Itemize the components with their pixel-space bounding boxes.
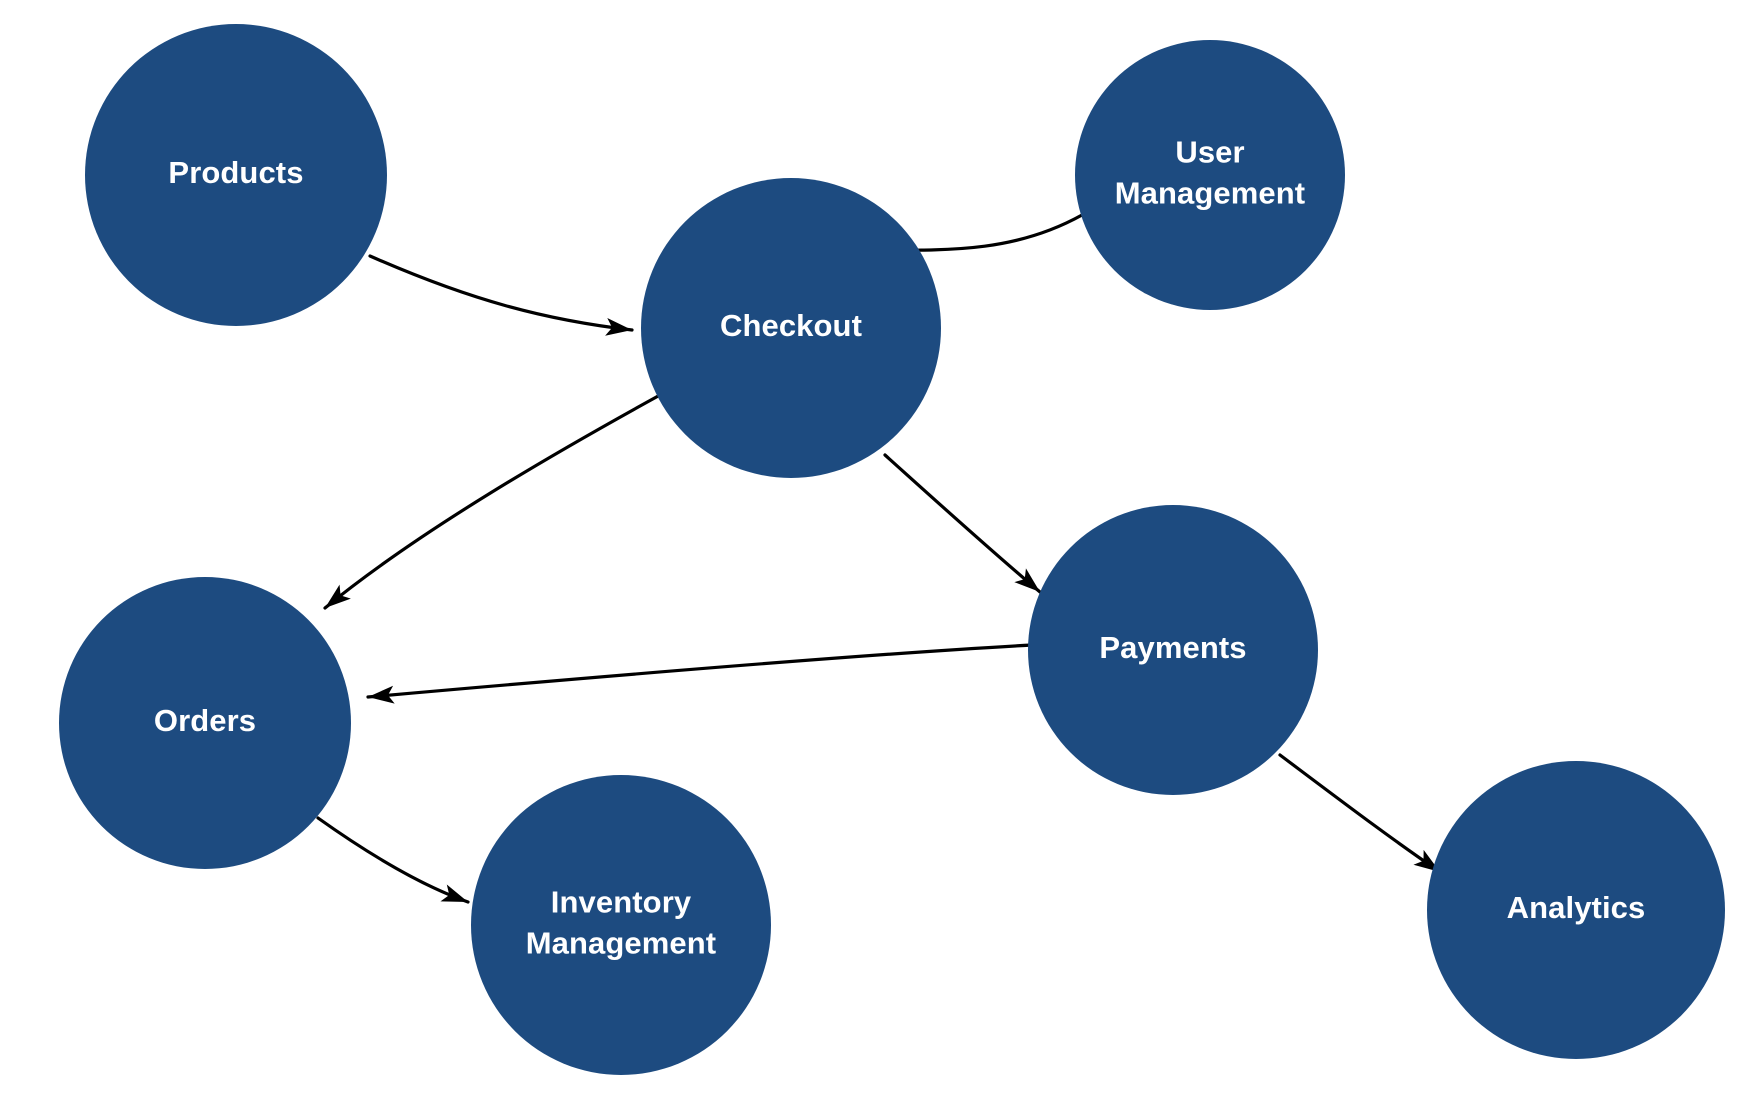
edge-products-checkout [368, 254, 634, 336]
edge-checkout-payments [883, 453, 1042, 594]
arrow-head-icon [1014, 568, 1040, 592]
node-payments[interactable]: Payments [1028, 505, 1318, 795]
node-label: Orders [154, 703, 256, 738]
edge-line [323, 393, 662, 610]
node-checkout[interactable]: Checkout [641, 178, 941, 478]
node-circle[interactable] [471, 775, 771, 1075]
node-circle[interactable] [59, 577, 351, 869]
arrow-head-icon [325, 584, 351, 608]
node-label: Payments [1099, 630, 1246, 665]
edge-line [366, 643, 1034, 699]
edge-line [883, 453, 1042, 594]
edge-line [1278, 753, 1442, 874]
node-label: Checkout [720, 308, 862, 343]
node-circle[interactable] [641, 178, 941, 478]
node-analytics[interactable]: Analytics [1427, 761, 1725, 1059]
edge-line [368, 254, 634, 332]
arrow-head-icon [1413, 849, 1440, 872]
node-label: Analytics [1507, 890, 1646, 925]
node-circle[interactable] [1028, 505, 1318, 795]
edge-payments-analytics [1278, 753, 1442, 874]
node-circle[interactable] [1075, 40, 1345, 310]
arrow-head-icon [368, 685, 395, 704]
node-label: Products [168, 155, 303, 190]
arrow-head-icon [605, 317, 632, 336]
edge-orders-inventory [316, 816, 470, 904]
node-circle[interactable] [85, 24, 387, 326]
edge-payments-orders [366, 643, 1034, 704]
node-circle[interactable] [1427, 761, 1725, 1059]
node-orders[interactable]: Orders [59, 577, 351, 869]
node-products[interactable]: Products [85, 24, 387, 326]
edge-layer [316, 213, 1442, 904]
edge-line [316, 816, 470, 904]
arrow-head-icon [440, 884, 468, 902]
edge-checkout-orders [323, 393, 662, 610]
